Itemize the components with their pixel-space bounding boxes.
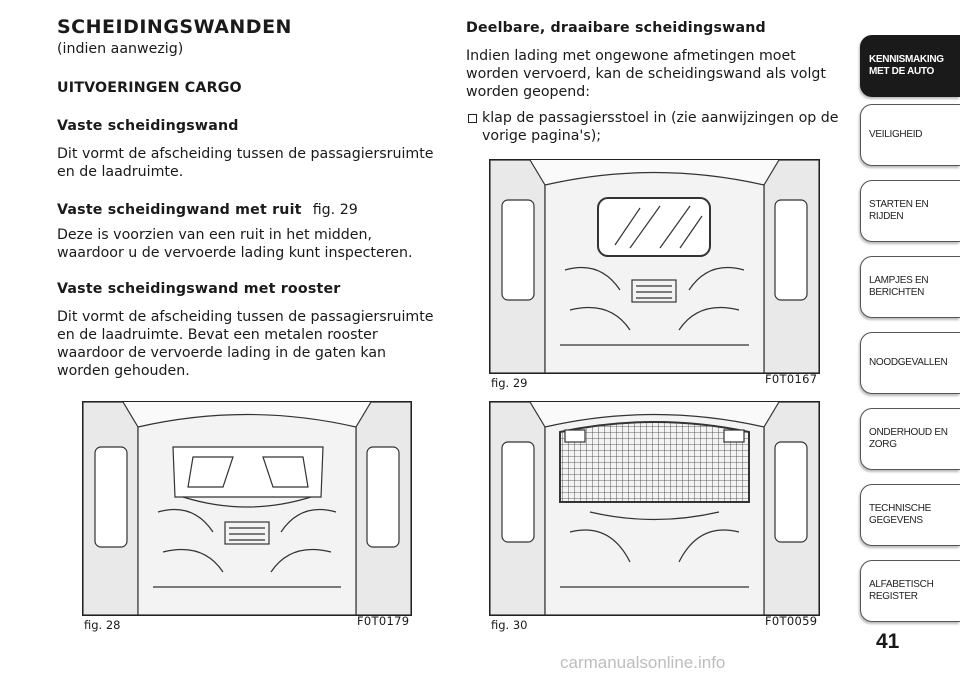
figure-30-code: F0T0059 [765,614,818,628]
sidebar-tab-noodgevallen[interactable]: NOODGEVALLEN [860,332,960,394]
bullet-text-2: vorige pagina's); [482,128,602,144]
para-grille-3: waardoor de vervoerde lading in de gaten… [57,345,387,361]
partition-grille-illustration [490,402,819,615]
para-fixed-1: Dit vormt de afscheiding tussen de passa… [57,146,434,162]
section-heading: UITVOERINGEN CARGO [57,80,242,96]
figure-29-label: fig. 29 [491,376,528,390]
para-window-2: waardoor u de vervoerde lading kunt insp… [57,245,413,261]
para-split-3: worden geopend: [466,84,591,100]
heading-fixed-wall: Vaste scheidingswand [57,118,239,134]
heading-window-text: Vaste scheidingwand met ruit [57,202,302,218]
figure-28-code: F0T0179 [357,614,410,628]
sidebar-tab-starten[interactable]: STARTEN EN RIJDEN [860,180,960,242]
heading-split-wall: Deelbare, draaibare scheidingswand [466,20,766,36]
partition-plain-illustration [83,402,411,615]
para-split-2: worden vervoerd, kan de scheidingswand a… [466,66,827,82]
page-subtitle: (indien aanwezig) [57,41,184,57]
heading-grille-wall: Vaste scheidingswand met rooster [57,281,341,297]
para-window-1: Deze is voorzien van een ruit in het mid… [57,227,373,243]
heading-window-ref: fig. 29 [312,202,358,218]
heading-window-wall: Vaste scheidingwand met ruit fig. 29 [57,199,358,219]
para-grille-1: Dit vormt de afscheiding tussen de passa… [57,309,434,325]
sidebar-tab-label: STARTEN EN RIJDEN [869,199,929,222]
partition-window-illustration [490,160,819,373]
figure-28-label: fig. 28 [84,618,121,632]
para-grille-4: worden gehouden. [57,363,190,379]
para-grille-2: en de laadruimte. Bevat een metalen roos… [57,327,378,343]
para-split-1: Indien lading met ongewone afmetingen mo… [466,48,796,64]
sidebar-tab-label: VEILIGHEID [869,129,923,140]
page-number: 41 [876,630,900,653]
figure-30-label: fig. 30 [491,618,528,632]
page-title: SCHEIDINGSWANDEN [57,16,292,38]
bullet-text-1: klap de passagiersstoel in (zie aanwijzi… [482,110,839,126]
sidebar-tab-label: NOODGEVALLEN [869,357,948,368]
bullet-square-icon [468,114,477,123]
watermark-text: carmanualsonline.info [560,653,726,672]
para-fixed-2: en de laadruimte. [57,164,184,180]
figure-29-image [489,159,820,374]
figure-28-image [82,401,412,616]
figure-30-image [489,401,820,616]
sidebar-tab-veiligheid[interactable]: VEILIGHEID [860,104,960,166]
figure-29-code: F0T0167 [765,372,818,386]
